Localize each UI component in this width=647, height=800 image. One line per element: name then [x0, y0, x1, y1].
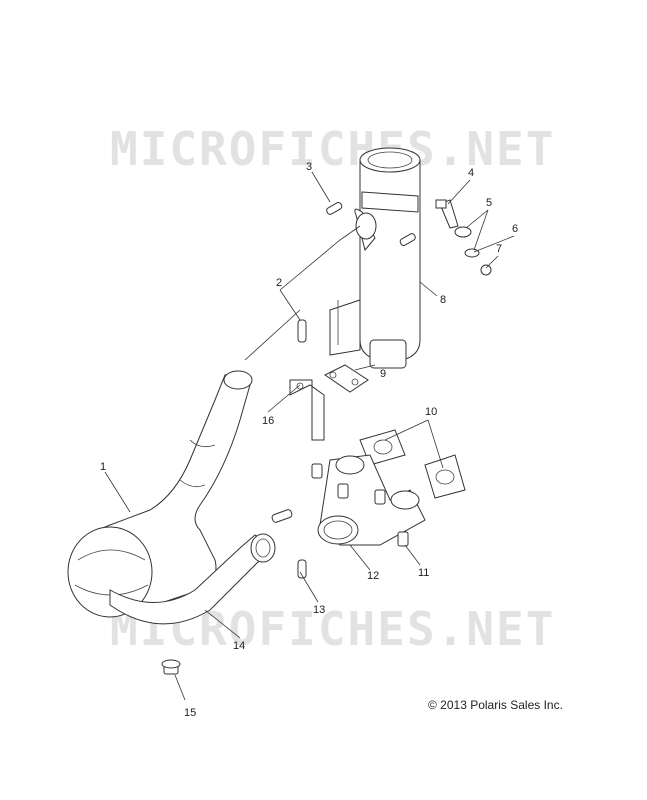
callout-16: 16	[262, 415, 274, 427]
callout-2: 2	[276, 277, 282, 289]
washer-6	[464, 248, 480, 258]
gasket-10b	[424, 454, 466, 499]
exhaust-pipe	[67, 370, 253, 618]
y-pipe	[109, 533, 276, 625]
gasket-9	[324, 364, 369, 393]
bracket-16	[289, 379, 325, 441]
spring-3	[326, 202, 416, 246]
spring-2	[297, 319, 307, 343]
copyright-notice: © 2013 Polaris Sales Inc.	[428, 698, 563, 712]
bolts-11	[311, 463, 409, 547]
callout-14: 14	[233, 640, 245, 652]
leader-lines	[104, 171, 515, 701]
plug-15	[161, 659, 181, 675]
spring-13b	[297, 559, 307, 579]
spring-13a	[271, 509, 293, 523]
callout-1: 1	[100, 461, 106, 473]
bolt-4	[435, 199, 459, 229]
callout-15: 15	[184, 707, 196, 719]
callout-7: 7	[496, 243, 502, 255]
callout-9: 9	[380, 368, 386, 380]
callout-3: 3	[306, 161, 312, 173]
nut-7	[480, 264, 492, 276]
watermark-top: MICROFICHES.NET	[110, 122, 555, 176]
callout-5: 5	[486, 197, 492, 209]
exhaust-manifold	[317, 454, 426, 546]
grommet-5	[454, 226, 472, 238]
callout-13: 13	[313, 604, 325, 616]
callout-11: 11	[418, 567, 429, 579]
muffler	[329, 147, 421, 369]
callout-6: 6	[512, 223, 518, 235]
callout-10: 10	[425, 406, 437, 418]
callout-8: 8	[440, 294, 446, 306]
callout-4: 4	[468, 167, 474, 179]
callout-12: 12	[367, 570, 379, 582]
